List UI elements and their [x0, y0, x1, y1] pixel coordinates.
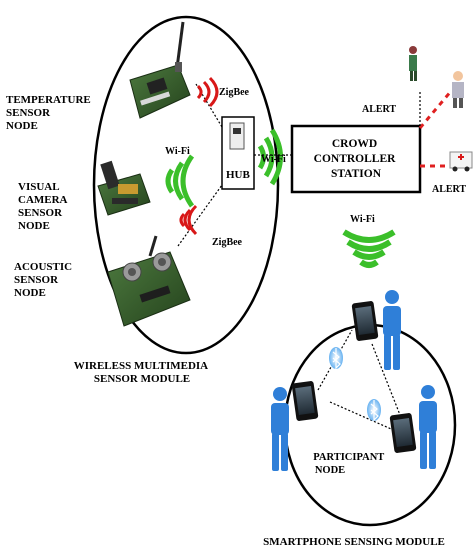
- participant-person-top-icon: [383, 290, 401, 370]
- acoustic-sensor-board: [107, 235, 191, 327]
- visual-camera-sensor-label: VISUAL CAMERA SENSOR NODE: [18, 181, 70, 232]
- bluetooth-icon-left: [329, 347, 343, 370]
- camera-sensor-board: [97, 160, 151, 216]
- wifi-hub-label: Wi-Fi: [261, 154, 286, 165]
- temperature-sensor-board: [129, 21, 191, 119]
- participant-person-right-icon: [419, 385, 437, 469]
- participant-person-left-icon: [271, 387, 289, 471]
- hub-label: HUB: [226, 169, 251, 181]
- ambulance-icon: [449, 151, 473, 172]
- alert-top-label: ALERT: [362, 104, 396, 115]
- alert-right-label: ALERT: [432, 184, 466, 195]
- wmsm-ellipse: [92, 15, 280, 355]
- hub-box: [221, 116, 255, 190]
- bluetooth-icon-right: [367, 399, 381, 422]
- ssm-label: SMARTPHONE SENSING MODULE: [263, 536, 445, 548]
- ssm-links: [317, 329, 403, 433]
- zigbee-top-label: ZigBee: [219, 87, 250, 98]
- smartphone-left-icon: [291, 381, 319, 421]
- acoustic-sensor-label: ACOUSTIC SENSOR NODE: [14, 261, 75, 299]
- alert-person-right-icon: [452, 71, 464, 108]
- participant-node-label: PARTICIPANT NODE: [313, 452, 386, 476]
- smartphone-right-icon: [389, 413, 417, 453]
- wifi-station-label: Wi-Fi: [350, 214, 375, 225]
- wifi-icon-hub: [257, 128, 283, 186]
- station-box: [290, 124, 422, 194]
- zigbee-icon-bottom: [179, 204, 198, 236]
- temperature-sensor-label: TEMPERATURE SENSOR NODE: [6, 94, 94, 132]
- wmsm-label: WIRELESS MULTIMEDIA SENSOR MODULE: [74, 360, 211, 385]
- smartphone-top-icon: [351, 301, 379, 341]
- alert-person-top-icon: [409, 46, 417, 81]
- station-label: CROWD CONTROLLER STATION: [314, 138, 399, 180]
- zigbee-bottom-label: ZigBee: [212, 237, 243, 248]
- wifi-left-label: Wi-Fi: [165, 146, 190, 157]
- wifi-icon-station: [342, 229, 396, 268]
- wifi-icon-left: [165, 154, 195, 208]
- alert-links: [418, 89, 454, 168]
- zigbee-icon-top: [196, 76, 219, 108]
